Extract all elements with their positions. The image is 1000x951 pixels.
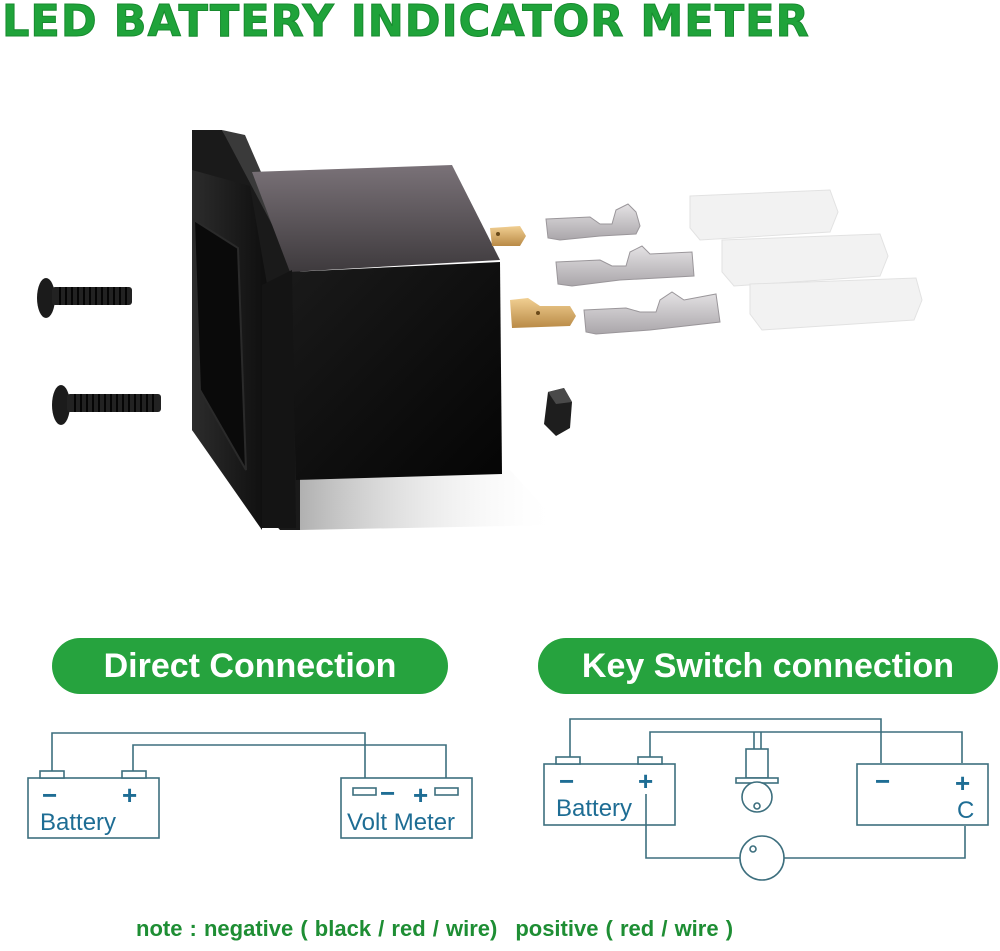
battery-box: [27, 777, 160, 839]
positive-wire: [649, 731, 963, 763]
screw: [52, 385, 161, 425]
battery-positive-sign: +: [122, 780, 137, 810]
brass-terminal: [510, 298, 576, 328]
volt-meter-positive-terminal: [434, 787, 459, 796]
wiring-diagrams: − + Battery − + Volt Meter: [27, 718, 989, 881]
note-negative: note : negative ( black / red / wire): [136, 916, 498, 941]
positive-wire: [132, 744, 447, 788]
spade-terminal: [555, 245, 695, 287]
load-lamp-icon: [739, 835, 785, 881]
page-title: LED BATTERY INDICATOR METER: [1, 0, 810, 48]
battery-label: Battery: [40, 809, 116, 836]
volt-meter-negative-sign: −: [380, 778, 395, 808]
battery-negative-sign: −: [559, 766, 574, 796]
negative-wire: [51, 732, 366, 788]
battery-label: Battery: [556, 795, 632, 822]
spade-terminal: [545, 203, 641, 241]
meter-shadow: [295, 470, 560, 530]
insulating-sleeve: [721, 233, 889, 287]
battery-positive-post: [637, 756, 663, 765]
brass-terminal: [490, 226, 526, 246]
key-switch-icon: [735, 732, 779, 813]
direct-connection-diagram: [27, 732, 473, 839]
direct-connection-labels: − + Battery − + Volt Meter: [40, 778, 455, 836]
key-switch-diagram: [543, 718, 989, 881]
accessory-wire: [784, 826, 966, 859]
negative-wire: [569, 718, 882, 763]
battery-box: [543, 763, 676, 826]
meter-negative-sign: −: [875, 766, 890, 796]
volt-meter-positive-sign: +: [413, 780, 428, 810]
direct-connection-heading: Direct Connection: [52, 638, 448, 694]
battery-negative-post: [555, 756, 581, 765]
meter-positive-sign: +: [955, 768, 970, 798]
meter-c-label: C: [957, 797, 974, 824]
screw: [37, 278, 132, 318]
volt-meter-negative-terminal: [352, 787, 377, 796]
insulating-sleeve: [689, 189, 839, 241]
product-illustration: [37, 130, 923, 530]
battery-negative-post: [39, 770, 65, 779]
battery-negative-sign: −: [42, 780, 57, 810]
hex-nut: [544, 388, 572, 436]
wiring-note: note : negative ( black / red / wire) pos…: [0, 916, 1000, 942]
key-switch-labels: − + Battery − + C: [556, 766, 974, 824]
battery-indicator-meter: [192, 130, 576, 530]
insulating-sleeve: [749, 277, 923, 331]
battery-positive-post: [121, 770, 147, 779]
volt-meter-label: Volt Meter: [347, 809, 455, 836]
key-switch-connection-heading: Key Switch connection: [538, 638, 998, 694]
spade-terminal: [583, 291, 721, 335]
meter-box: [856, 763, 989, 826]
battery-positive-sign: +: [638, 766, 653, 796]
note-positive: positive ( red / wire ): [515, 916, 734, 941]
